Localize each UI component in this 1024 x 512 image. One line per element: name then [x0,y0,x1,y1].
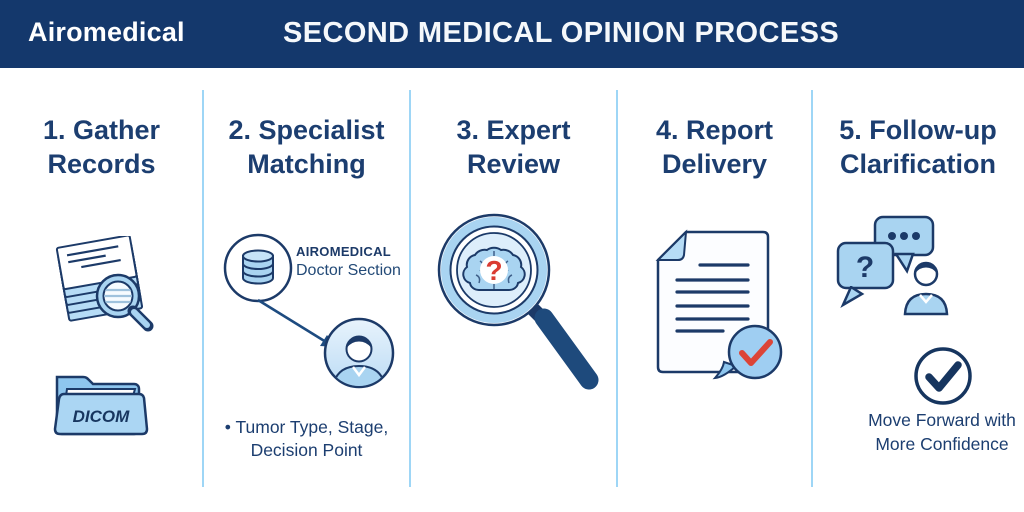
confidence-check-icon [914,347,972,405]
review-question-glyph: ? [485,255,502,286]
confidence-note-line1: Move Forward with [868,410,1016,430]
followup-chat-icon: ? [836,215,949,316]
step1-heading-line2: Records [47,149,156,179]
step3-heading-line1: 3. Expert [456,115,571,145]
step4-heading-line1: 4. Report [655,115,774,145]
medical-records-stack-icon [55,236,154,332]
database-icon [223,233,293,303]
column-divider [202,90,204,487]
header-bar: Airomedical SECOND MEDICAL OPINION PROCE… [0,0,1024,68]
step3-heading-line2: Review [466,149,561,179]
expert-review-magnifier-icon: ? [437,213,599,390]
column-divider [616,90,618,487]
step1-heading: 1. Gather Records [0,113,203,181]
matching-criteria-line2: Decision Point [250,440,363,460]
dicom-folder-icon: DICOM [53,375,149,436]
dicom-folder-label: DICOM [73,407,131,426]
step5-heading-line1: 5. Follow-up [839,115,997,145]
page-title: SECOND MEDICAL OPINION PROCESS [283,17,840,49]
confidence-note-line2: More Confidence [875,434,1009,454]
step4-heading-line2: Delivery [661,149,768,179]
bubble-question-glyph: ? [856,251,874,284]
database-label: AIROMEDICAL Doctor Section [296,244,401,280]
database-label-subtitle: Doctor Section [296,262,401,279]
step3-heading: 3. Expert Review [410,113,617,181]
database-label-title: AIROMEDICAL [296,244,392,259]
brand-logo: Airomedical [28,17,185,47]
doctor-avatar-icon [323,317,395,389]
matching-criteria-text: • Tumor Type, Stage, Decision Point [203,416,410,462]
step5-heading: 5. Follow-up Clarification [812,113,1024,181]
column-divider [409,90,411,487]
step4-heading: 4. Report Delivery [617,113,812,181]
column-divider [811,90,813,487]
confidence-note-text: Move Forward with More Confidence [852,408,1024,456]
step2-heading-line1: 2. Specialist [228,115,385,145]
report-document-icon [655,229,783,380]
step2-heading-line2: Matching [247,149,366,179]
step1-heading-line1: 1. Gather [42,115,161,145]
step5-heading-line2: Clarification [839,149,997,179]
matching-criteria-line1: • Tumor Type, Stage, [224,417,389,437]
step2-heading: 2. Specialist Matching [203,113,410,181]
